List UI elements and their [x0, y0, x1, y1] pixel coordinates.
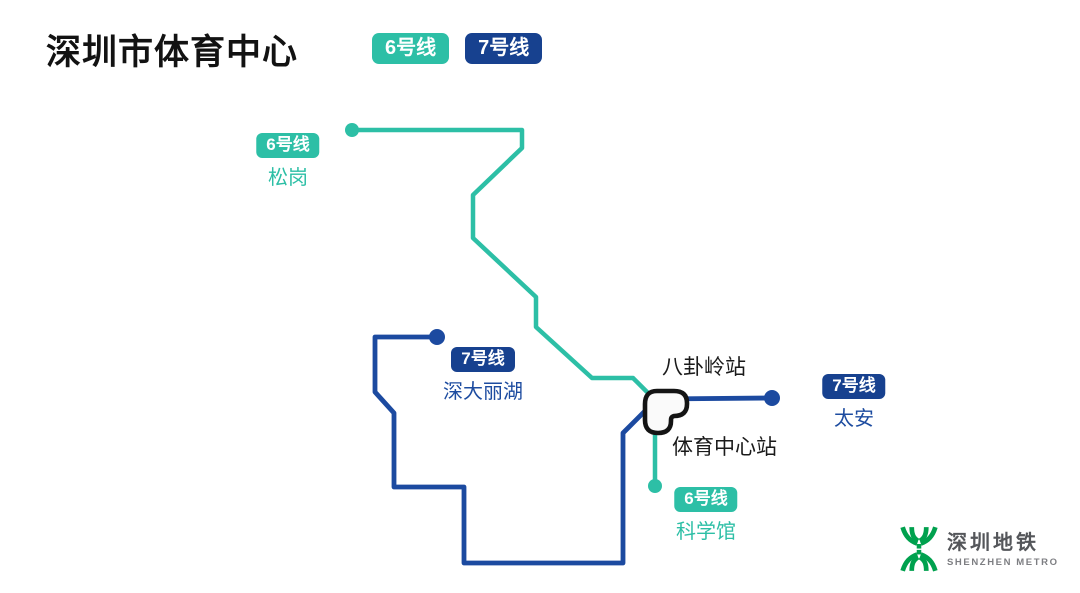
- logo-text-block: 深圳地铁 SHENZHEN METRO: [947, 531, 1059, 568]
- shenzhen-metro-logo-icon: [900, 526, 938, 572]
- logo-name-en: SHENZHEN METRO: [947, 556, 1059, 568]
- songgang-line-badge: 6号线: [256, 133, 320, 158]
- shendalihu-station-dot: [429, 329, 445, 345]
- shendalihu-line-badge: 7号线: [451, 347, 515, 372]
- interchange-station-icon: [642, 388, 690, 436]
- legend-line6-badge: 6号线: [372, 33, 450, 64]
- legend-line7-badge: 7号线: [465, 33, 543, 64]
- station-label-kexueguan: 6号线 科学馆: [674, 487, 738, 544]
- taian-station-name: 太安: [834, 408, 874, 430]
- songgang-station-name: 松岗: [268, 167, 308, 189]
- taian-station-dot: [764, 390, 780, 406]
- line7-path: [372, 334, 775, 566]
- shendalihu-station-name: 深大丽湖: [443, 381, 523, 403]
- kexueguan-line-badge: 6号线: [674, 487, 738, 512]
- legend: 6号线 7号线: [372, 33, 543, 64]
- taian-line-badge: 7号线: [822, 374, 886, 399]
- logo-name-cn: 深圳地铁: [947, 531, 1039, 554]
- station-label-songgang: 6号线 松岗: [256, 133, 320, 190]
- station-label-shendalihu: 7号线 深大丽湖: [443, 347, 523, 404]
- line6-path: [349, 127, 658, 489]
- songgang-station-dot: [345, 123, 359, 137]
- kexueguan-station-name: 科学馆: [676, 521, 736, 543]
- kexueguan-station-dot: [648, 479, 662, 493]
- station-label-taian: 7号线 太安: [822, 374, 886, 431]
- tiyuzhongxin-station-label: 体育中心站: [672, 436, 777, 459]
- shenzhen-metro-logo: 深圳地铁 SHENZHEN METRO: [899, 526, 1059, 572]
- page-title: 深圳市体育中心: [46, 33, 299, 72]
- bagualing-station-label: 八卦岭站: [662, 356, 746, 379]
